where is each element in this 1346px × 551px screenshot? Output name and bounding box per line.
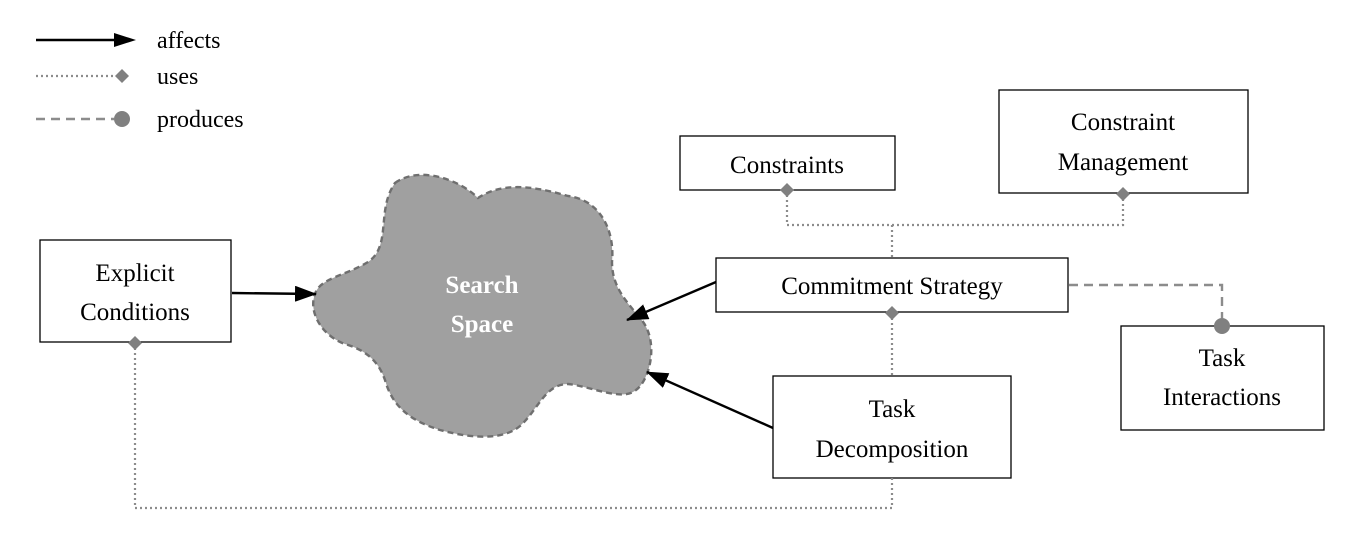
task-interactions-node: Task Interactions — [1120, 325, 1325, 431]
legend: affects uses produces — [36, 28, 244, 133]
explicit-conditions-label-line2: Conditions — [80, 299, 190, 326]
legend-uses-label: uses — [157, 64, 198, 90]
task-interactions-label-line2: Interactions — [1163, 384, 1281, 411]
legend-affects: affects — [36, 28, 221, 54]
task-decomposition-label-line1: Task — [869, 396, 916, 423]
legend-diamond-icon — [115, 69, 129, 83]
constraint-management-label-line2: Management — [1058, 149, 1189, 176]
commitment-strategy-box — [715, 257, 1069, 313]
search-space-node: Search Space — [312, 173, 653, 438]
explicit-conditions-affects-arrow — [231, 285, 317, 302]
constraint-management-label-line1: Constraint — [1071, 109, 1175, 136]
explicit-conditions-uses-connector — [133, 343, 894, 510]
search-space-cloud — [312, 173, 653, 438]
explicit-conditions-uses-diamond-icon — [128, 336, 142, 350]
task-decomposition-label-line2: Decomposition — [816, 436, 969, 463]
constraint-management-uses-diamond-icon — [1116, 187, 1130, 201]
constraint-management-box — [998, 89, 1249, 194]
task-interactions-produces-connector — [1069, 283, 1224, 318]
task-interactions-label-line1: Task — [1199, 345, 1246, 372]
legend-affects-label: affects — [157, 28, 221, 54]
constraints-label: Constraints — [730, 152, 844, 179]
explicit-conditions-node: Explicit Conditions — [39, 239, 232, 343]
legend-arrow-icon — [114, 33, 136, 47]
search-space-label-line2: Space — [451, 311, 514, 338]
constraints-management-uses-connector — [785, 190, 1125, 227]
commitment-strategy-affects-arrow — [626, 280, 717, 322]
explicit-conditions-label-line1: Explicit — [95, 260, 174, 287]
commitment-strategy-label: Commitment Strategy — [781, 273, 1003, 300]
legend-uses: uses — [36, 64, 198, 90]
task-decomposition-affects-arrow — [646, 370, 774, 430]
constraints-box — [679, 135, 896, 191]
constraints-uses-diamond-icon — [780, 183, 794, 197]
constraints-node: Constraints — [679, 135, 896, 191]
commitment-strategy-node: Commitment Strategy — [715, 257, 1069, 313]
task-decomposition-node: Task Decomposition — [772, 375, 1012, 479]
constraint-management-node: Constraint Management — [998, 89, 1249, 194]
task-interactions-box — [1120, 325, 1325, 431]
search-space-label-line1: Search — [445, 272, 518, 299]
explicit-conditions-box — [39, 239, 232, 343]
legend-produces-label: produces — [157, 107, 244, 133]
legend-produces: produces — [36, 107, 244, 133]
legend-dot-icon — [114, 111, 130, 127]
commitment-strategy-uses-diamond-icon — [885, 306, 899, 320]
task-interactions-produces-dot-icon — [1214, 318, 1230, 334]
